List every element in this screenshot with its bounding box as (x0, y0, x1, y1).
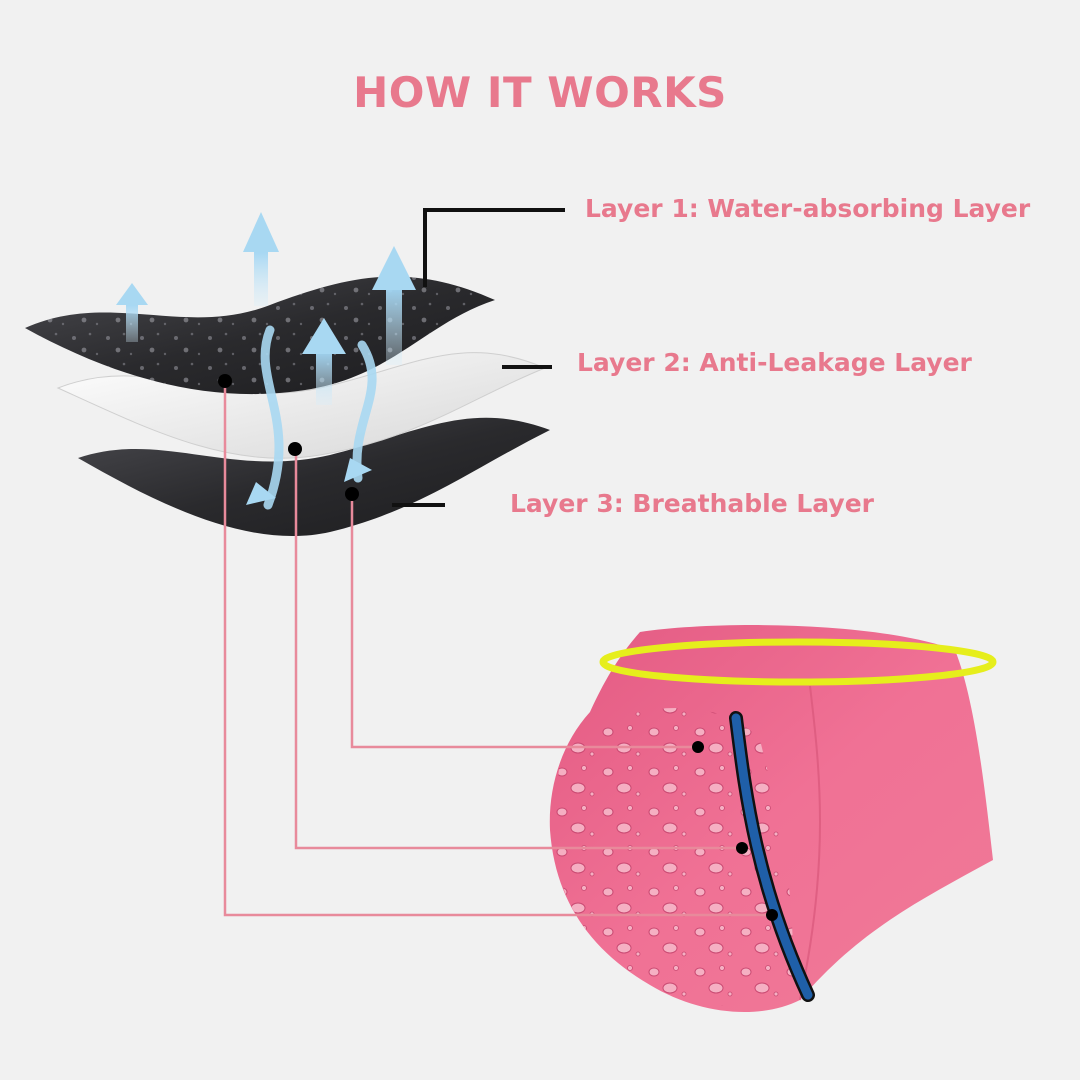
layer-1-label: Layer 1: Water-absorbing Layer (585, 194, 1031, 223)
layer-3-sheet (78, 417, 550, 537)
waistband-ring (599, 638, 997, 686)
layer-3-label: Layer 3: Breathable Layer (510, 489, 874, 518)
arrow-up-icon (116, 283, 148, 342)
vapour-arrows (116, 212, 416, 405)
arrow-up-icon (243, 212, 279, 306)
connector-dots (218, 374, 778, 921)
layer-1-sheet (25, 276, 495, 395)
page-title: HOW IT WORKS (353, 68, 727, 117)
arrow-up-icon (372, 246, 416, 365)
arrow-down-icon (246, 482, 276, 505)
layer-2-label: Layer 2: Anti-Leakage Layer (577, 348, 972, 377)
product-briefs (549, 625, 997, 1012)
flow-arrows (246, 325, 377, 510)
arrow-up-icon (302, 318, 346, 405)
connector-lines (223, 382, 772, 917)
inner-layer-line (729, 711, 815, 1002)
label-leaders (392, 208, 565, 507)
arrow-down-icon (344, 458, 372, 482)
